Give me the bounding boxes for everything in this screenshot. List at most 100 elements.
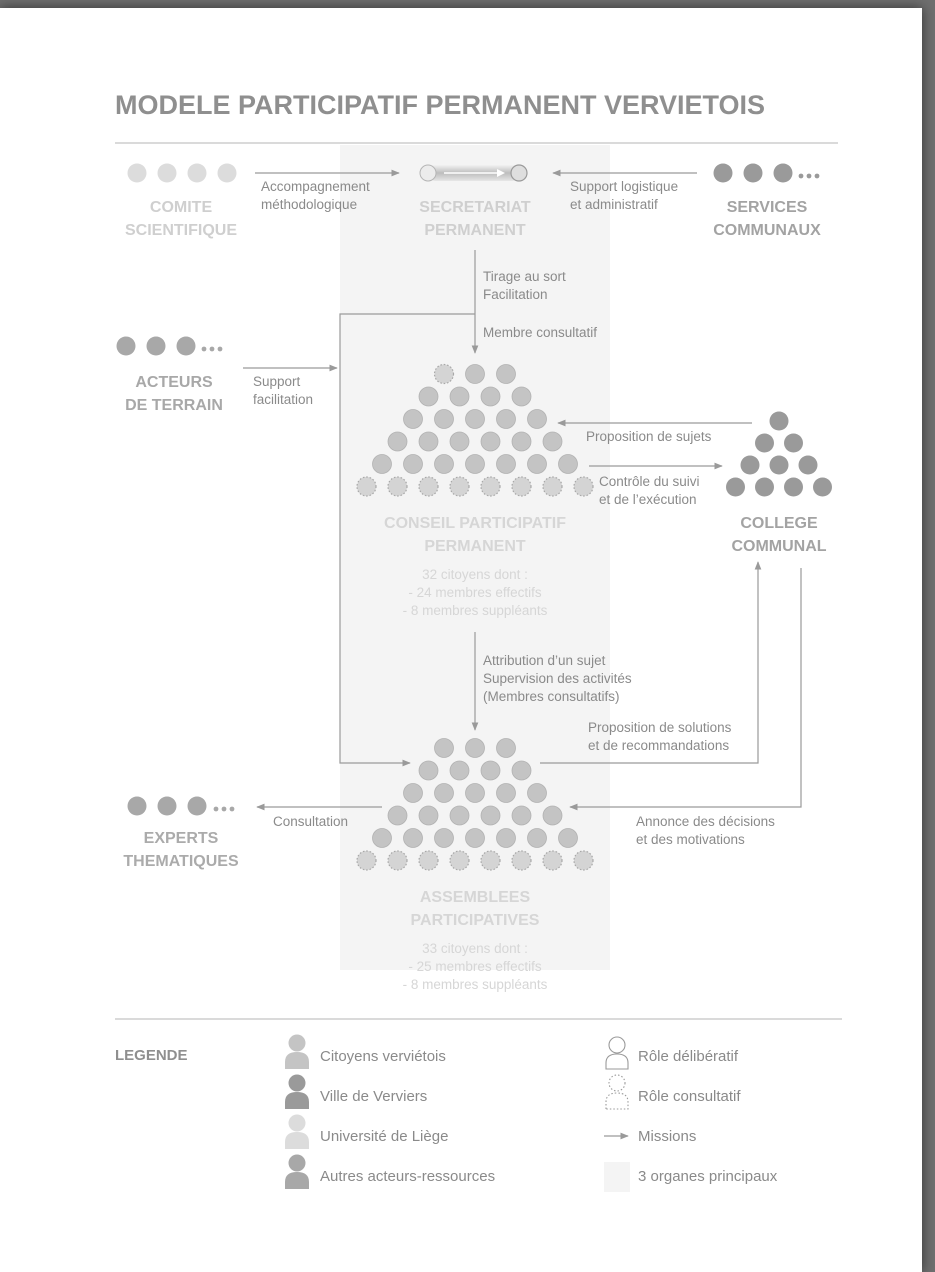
conseil-member [465, 364, 485, 384]
edge-membre-consultatif: Membre consultatif [483, 325, 597, 340]
services-dot [773, 163, 793, 183]
conseil-member [480, 386, 501, 407]
conseil-member [542, 431, 563, 452]
experts-ellipsis-dot [229, 806, 235, 812]
legend-organes: 3 organes principaux [638, 1168, 778, 1185]
edge-attribution-1: Attribution d’un sujet [483, 653, 606, 668]
college-member [784, 477, 803, 497]
conseil-member [465, 454, 485, 474]
assemblees-member [434, 828, 454, 848]
comite-label-2: SCIENTIFIQUE [125, 222, 237, 239]
edge-support-logistique-1: Support logistique [570, 179, 678, 194]
edge-annonce-1: Annonce des décisions [636, 814, 775, 829]
secretariat-label-2: PERMANENT [424, 222, 526, 239]
college-member [813, 477, 832, 497]
acteurs-label-1: ACTEURS [135, 374, 213, 391]
services-label-2: COMMUNAUX [713, 222, 821, 239]
assemblees-member [527, 828, 547, 848]
conseil-substitute-member [542, 476, 563, 497]
assemblees-member [480, 760, 501, 781]
secretariat-label-1: SECRETARIAT [419, 199, 531, 216]
conseil-substitute-member [511, 476, 532, 497]
assemblees-member [434, 783, 454, 803]
edge-support-facilitation-2: facilitation [253, 392, 313, 407]
edge-attribution-2: Supervision des activités [483, 671, 632, 686]
conseil-desc-3: - 8 membres suppléants [403, 603, 548, 618]
acteurs-ellipsis-dot [201, 346, 207, 352]
conseil-member [558, 454, 578, 474]
acteurs-label-2: DE TERRAIN [125, 397, 223, 414]
comite-label-1: COMITE [150, 199, 213, 216]
assemblees-substitute-member [449, 850, 470, 871]
college-member [769, 455, 789, 475]
comite-dot [217, 163, 237, 183]
assemblees-member [372, 828, 392, 848]
assemblees-member [449, 805, 470, 826]
acteurs-ellipsis-dot [209, 346, 215, 352]
conseil-member [434, 409, 454, 429]
legend-role-deliberatif: Rôle délibératif [638, 1048, 739, 1065]
assemblees-label-2: PARTICIPATIVES [411, 912, 540, 929]
conseil-member [372, 454, 392, 474]
assemblees-member [542, 805, 563, 826]
conseil-member [418, 386, 439, 407]
deliberative-role-icon [605, 1036, 629, 1070]
college-member [726, 477, 745, 497]
legend-people-ville: Ville de Verviers [320, 1088, 427, 1105]
assemblees-member [434, 738, 454, 758]
services-dot [743, 163, 763, 183]
legend-people [285, 1034, 309, 1189]
conseil-member [387, 431, 408, 452]
college-member [769, 411, 789, 431]
assemblees-member [558, 828, 578, 848]
assemblees-member [480, 805, 501, 826]
assemblees-member [496, 783, 516, 803]
college-member [784, 433, 803, 453]
college-member [798, 455, 818, 475]
assemblees-member [465, 783, 485, 803]
assemblees-substitute-member [418, 850, 439, 871]
assemblees-member [511, 760, 532, 781]
conseil-member [527, 454, 547, 474]
college-member [740, 455, 760, 475]
conseil-label-1: CONSEIL PARTICIPATIF [384, 515, 566, 532]
conseil-member [403, 409, 423, 429]
edge-consultation: Consultation [273, 814, 348, 829]
conseil-member [527, 409, 547, 429]
services-label-1: SERVICES [727, 199, 808, 216]
assemblees-member [418, 805, 439, 826]
assemblees-member [496, 828, 516, 848]
conseil-substitute-member [418, 476, 439, 497]
conseil-member [480, 431, 501, 452]
legend-title: LEGENDE [115, 1047, 188, 1064]
services-dot [713, 163, 733, 183]
arrow-proposition-solutions [540, 561, 762, 764]
experts-ellipsis-dot [221, 806, 227, 812]
assemblees-desc-3: - 8 membres suppléants [403, 977, 548, 992]
edge-annonce-2: et des motivations [636, 832, 745, 847]
edge-accompagnement-1: Accompagnement [261, 179, 370, 194]
assemblees-substitute-member [480, 850, 501, 871]
dot-groups [116, 163, 832, 871]
edge-controle-2: et de l’exécution [599, 492, 697, 507]
services-ellipsis-dot [806, 173, 812, 179]
experts-label-2: THEMATIQUES [123, 853, 239, 870]
legend-role-consultatif: Rôle consultatif [638, 1088, 741, 1105]
conseil-substitute-member [433, 363, 455, 385]
conseil-member [403, 454, 423, 474]
experts-dot [187, 796, 207, 816]
arrow-facilitation-to-assemblees [339, 313, 475, 767]
legend-people-autres: Autres acteurs-ressources [320, 1168, 495, 1185]
legend-missions: Missions [638, 1128, 696, 1145]
conseil-member [465, 409, 485, 429]
assemblees-member [403, 828, 423, 848]
assemblees-member [511, 805, 532, 826]
arrow-annonce [569, 568, 802, 811]
experts-dot [157, 796, 177, 816]
citoyens-person-icon [285, 1034, 309, 1069]
universite-person-icon [285, 1114, 309, 1149]
services-ellipsis-dot [814, 173, 820, 179]
conseil-substitute-member [449, 476, 470, 497]
assemblees-substitute-member [387, 850, 408, 871]
